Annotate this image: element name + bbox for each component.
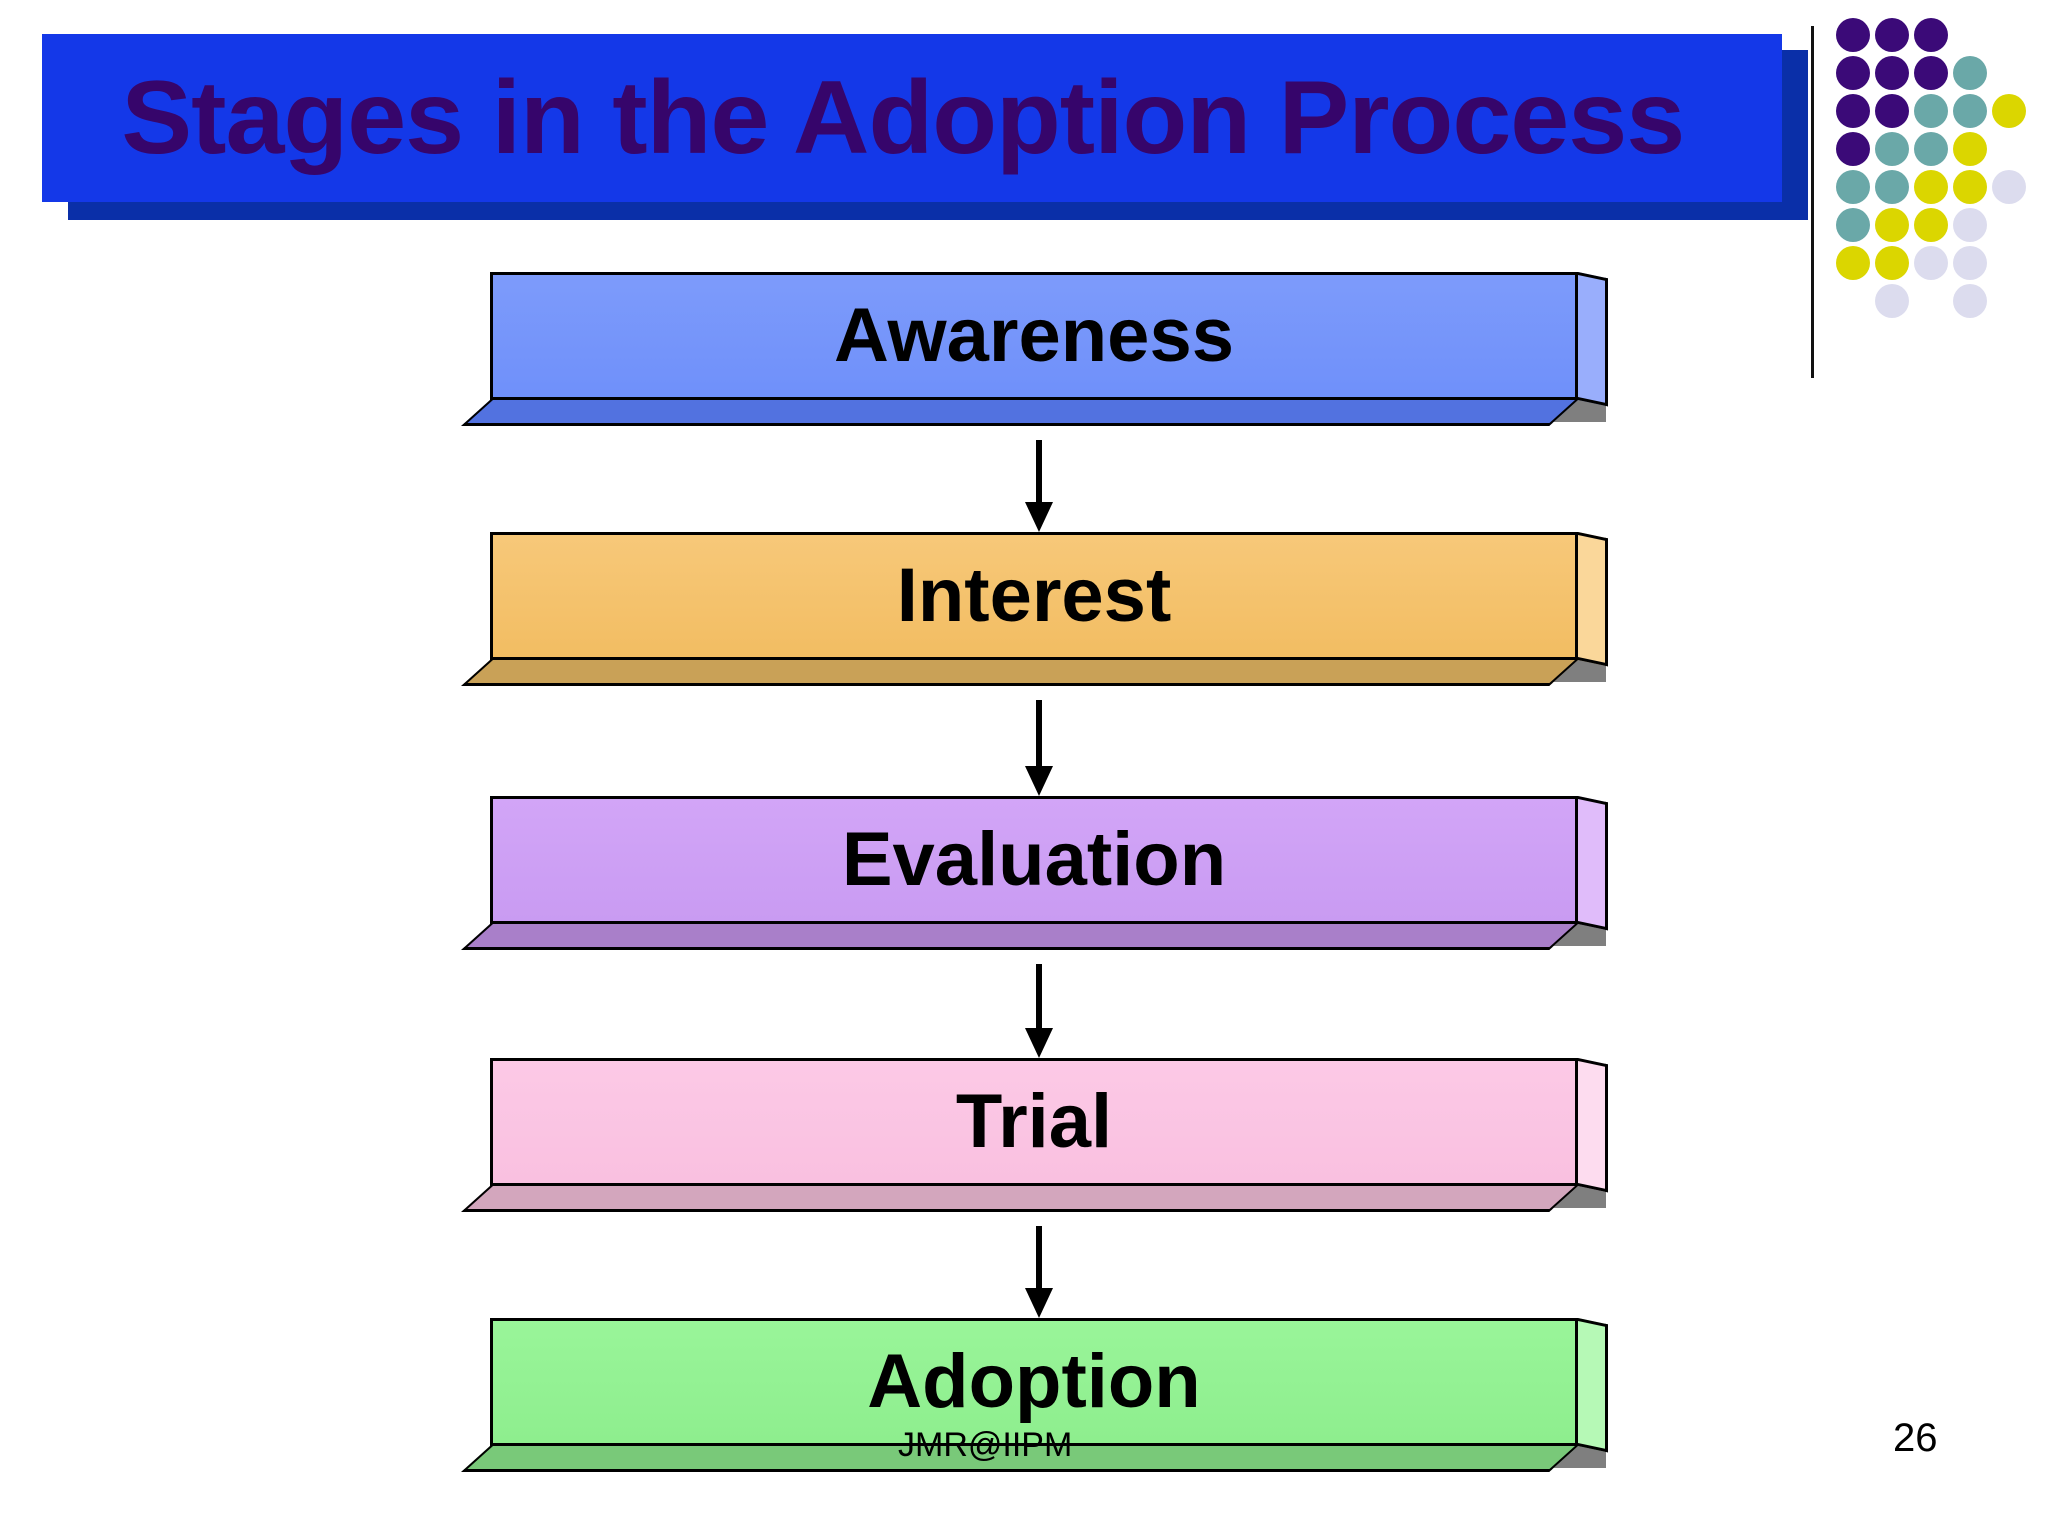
flow-arrow-down-icon [1025,440,1053,532]
stage-label: Adoption [867,1339,1201,1424]
decorative-dot [1875,246,1909,280]
decorative-dot [1914,208,1948,242]
stage-label: Awareness [834,293,1234,378]
decorative-dot [1953,284,1987,318]
box-face: Trial [490,1058,1578,1186]
flow-stage-box: Adoption [461,1318,1608,1472]
box-face: Evaluation [490,796,1578,924]
decorative-dot [1914,246,1948,280]
box-side-panel [1578,272,1608,407]
flow-arrow-down-icon [1025,700,1053,796]
decorative-dot [1836,246,1870,280]
decorative-dot [1914,18,1948,52]
flow-arrow-down-icon [1025,964,1053,1058]
decorative-dot [1992,170,2026,204]
box-face: Interest [490,532,1578,660]
stage-label: Evaluation [841,817,1227,902]
decorative-dot [1875,208,1909,242]
page-title: Stages in the Adoption Process [121,60,1685,176]
decorative-dot [1953,246,1987,280]
decorative-dot [1836,170,1870,204]
decorative-dot [1953,94,1987,128]
decorative-dot [1875,94,1909,128]
decorative-dot-grid [1836,18,2036,318]
decorative-dot [1914,94,1948,128]
stage-label: Interest [896,553,1172,638]
decorative-dot [1953,208,1987,242]
title-banner: Stages in the Adoption Process [42,34,1782,202]
decorative-dot [1875,18,1909,52]
decorative-dot [1875,170,1909,204]
box-side-panel [1578,796,1608,931]
flow-arrow-down-icon [1025,1226,1053,1318]
decorative-dot [1953,132,1987,166]
decorative-dot [1836,18,1870,52]
decorative-dot [1914,56,1948,90]
flow-stage-box: Interest [461,532,1608,686]
box-side-panel [1578,1058,1608,1193]
box-bottom-panel [461,400,1579,426]
decorative-dot [1992,94,2026,128]
vertical-divider [1811,26,1814,378]
flow-stage-box: Awareness [461,272,1608,426]
footer-attribution: JMR@IIPM [898,1426,1073,1464]
decorative-dot [1836,208,1870,242]
decorative-dot [1875,56,1909,90]
box-side-panel [1578,532,1608,667]
decorative-dot [1836,132,1870,166]
box-face: Awareness [490,272,1578,400]
stage-label: Trial [955,1079,1113,1164]
decorative-dot [1914,132,1948,166]
decorative-dot [1875,284,1909,318]
box-side-panel [1578,1318,1608,1453]
flow-stage-box: Trial [461,1058,1608,1212]
box-face: Adoption [490,1318,1578,1446]
box-bottom-panel [461,924,1579,950]
decorative-dot [1836,94,1870,128]
box-bottom-panel [461,660,1579,686]
decorative-dot [1836,56,1870,90]
decorative-dot [1953,170,1987,204]
flow-stage-box: Evaluation [461,796,1608,950]
box-bottom-panel [461,1186,1579,1212]
decorative-dot [1914,170,1948,204]
decorative-dot [1953,56,1987,90]
decorative-dot [1875,132,1909,166]
page-number: 26 [1893,1416,1938,1460]
